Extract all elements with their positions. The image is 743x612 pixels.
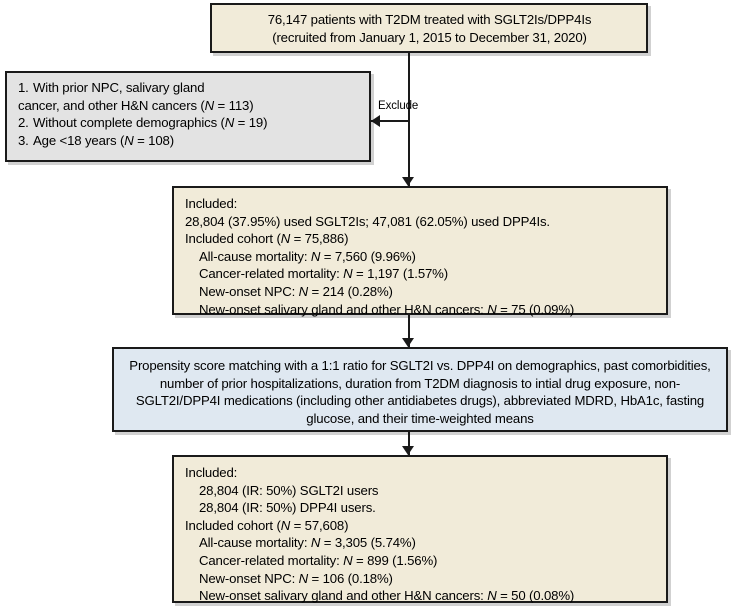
arrow-down-icon xyxy=(402,338,414,347)
included-postmatch-heading: Included: xyxy=(185,465,238,480)
included-prematch-outcome-npc: New-onset NPC: N = 214 (0.28%) xyxy=(199,283,393,299)
exclusion-item-3: 3. Age <18 years (N = 108) xyxy=(18,132,359,150)
exclusion-item-3-number: 3. xyxy=(18,132,29,148)
exclusion-item-3-label: Age <18 years (N = 108) xyxy=(33,132,174,148)
enrolled-line-2: (recruited from January 1, 2015 to Decem… xyxy=(272,29,587,45)
included-postmatch-sglt2i-users: 28,804 (IR: 50%) SGLT2I users xyxy=(199,482,379,498)
exclusion-criteria-box: 1. With prior NPC, salivary gland cancer… xyxy=(5,71,371,162)
propensity-score-matching-box: Propensity score matching with a 1:1 rat… xyxy=(112,347,728,432)
connector-included-to-psm xyxy=(408,315,410,357)
included-prematch-cohort-n: Included cohort (N = 75,886) xyxy=(185,231,349,247)
arrow-down-icon xyxy=(402,177,414,186)
propensity-score-matching-text: Propensity score matching with a 1:1 rat… xyxy=(129,358,711,426)
enrolled-patients-box: 76,147 patients with T2DM treated with S… xyxy=(210,3,648,53)
included-prematch-drug-split: 28,804 (37.95%) used SGLT2Is; 47,081 (62… xyxy=(185,213,550,229)
enrolled-patients-text: 76,147 patients with T2DM treated with S… xyxy=(212,5,646,53)
included-postmatch-dpp4i-users: 28,804 (IR: 50%) DPP4I users. xyxy=(199,500,376,516)
arrow-left-icon xyxy=(371,115,380,127)
exclusion-item-1-label: With prior NPC, salivary gland xyxy=(33,80,205,95)
included-prematch-heading: Included: xyxy=(185,196,238,211)
connector-exclude-branch xyxy=(371,120,409,122)
included-postmatch-outcome-salivary-hn: New-onset salivary gland and other H&N c… xyxy=(199,588,575,604)
included-postmatch-outcome-npc: New-onset NPC: N = 106 (0.18%) xyxy=(199,570,393,586)
included-postmatch-outcome-all-cause: All-cause mortality: N = 3,305 (5.74%) xyxy=(199,535,416,551)
included-cohort-prematch-text: Included: 28,804 (37.95%) used SGLT2Is; … xyxy=(174,188,666,325)
included-cohort-box-prematch: Included: 28,804 (37.95%) used SGLT2Is; … xyxy=(172,186,668,317)
connector-enrolled-to-included xyxy=(408,53,410,195)
exclusion-item-1-number: 1. xyxy=(18,80,29,95)
exclusion-item-1-continued: cancer, and other H&N cancers (N = 113) xyxy=(18,97,254,113)
exclusion-item-2-label: Without complete demographics (N = 19) xyxy=(33,115,268,131)
exclude-connector-label: Exclude xyxy=(378,100,419,112)
included-prematch-outcome-salivary-hn: New-onset salivary gland and other H&N c… xyxy=(199,301,575,317)
included-postmatch-outcome-cancer-related: Cancer-related mortality: N = 899 (1.56%… xyxy=(199,552,438,568)
included-cohort-postmatch-text: Included: 28,804 (IR: 50%) SGLT2I users … xyxy=(174,457,666,612)
exclusion-item-1: 1. With prior NPC, salivary gland xyxy=(18,79,359,97)
included-prematch-outcome-all-cause: All-cause mortality: N = 7,560 (9.96%) xyxy=(199,248,416,264)
exclusion-item-2-number: 2. xyxy=(18,115,29,131)
included-postmatch-cohort-n: Included cohort (N = 57,608) xyxy=(185,517,349,533)
enrolled-line-1: 76,147 patients with T2DM treated with S… xyxy=(267,12,592,27)
exclusion-item-2: 2. Without complete demographics (N = 19… xyxy=(18,114,359,132)
exclusion-criteria-list: 1. With prior NPC, salivary gland cancer… xyxy=(7,73,369,156)
arrow-down-icon xyxy=(402,446,414,455)
included-cohort-box-postmatch: Included: 28,804 (IR: 50%) SGLT2I users … xyxy=(172,455,668,603)
included-prematch-outcome-cancer-related: Cancer-related mortality: N = 1,197 (1.5… xyxy=(199,266,449,282)
